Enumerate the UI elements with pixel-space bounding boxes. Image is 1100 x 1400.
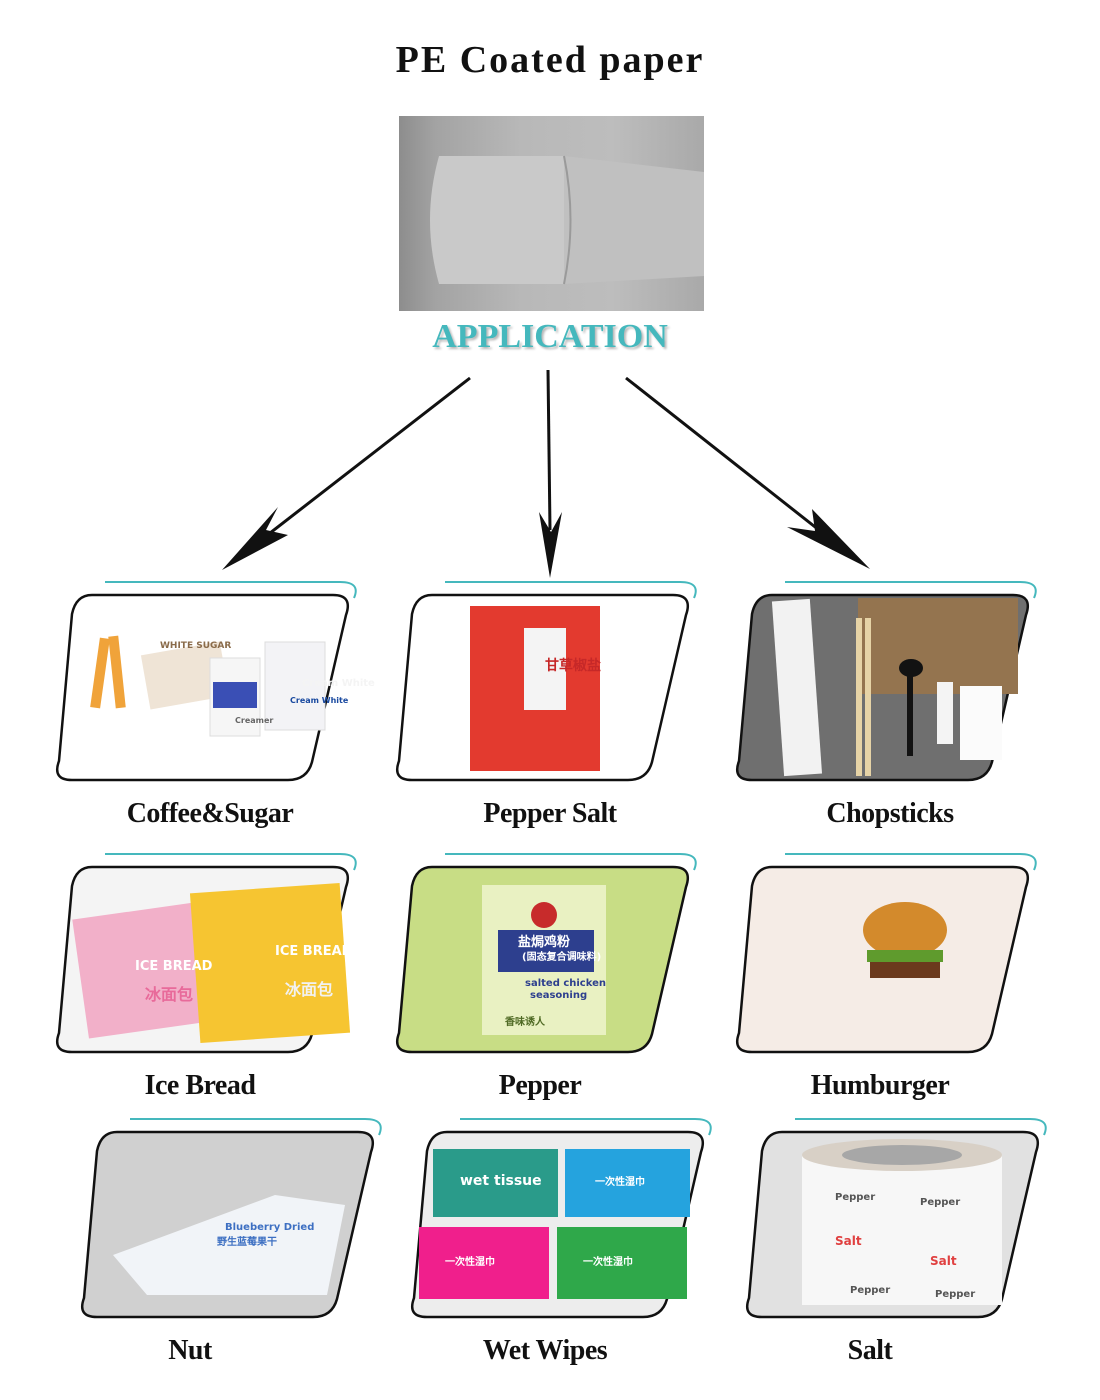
application-label: Ice Bread — [144, 1070, 256, 1101]
application-card-pepper-salt: 甘草椒盐 Pepper Salt — [390, 578, 710, 829]
photo-printed-text: 一次性湿巾 — [595, 1175, 645, 1188]
photo-printed-text: ICE BREAD — [135, 959, 213, 974]
arrow-left-head — [222, 507, 288, 570]
photo-printed-text: Cream White — [290, 696, 349, 705]
arrow-center-head — [539, 512, 562, 578]
roll-body — [430, 156, 564, 284]
application-label: Pepper Salt — [483, 798, 617, 829]
photo-printed-text: (固态复合调味料) — [522, 950, 601, 963]
page-title: PE Coated paper — [395, 39, 705, 81]
application-card-nut: Blueberry Dried 野生蓝莓果干 Nut — [75, 1115, 395, 1366]
application-card-ice-bread: ICE BREAD 冰面包 ICE BREAD 冰面包 Ice Bread — [50, 850, 370, 1101]
application-label: Salt — [847, 1335, 893, 1366]
photo-printed-text: 一次性湿巾 — [445, 1255, 495, 1268]
photo-printed-text: 野生蓝莓果干 — [217, 1235, 277, 1248]
unrolled-sheet — [564, 156, 704, 284]
photo-printed-text: wet tissue — [460, 1173, 542, 1189]
photo-printed-text: 香味诱人 — [505, 1015, 546, 1028]
application-card-chopsticks: Chopsticks — [730, 578, 1050, 829]
arrow-center-line — [546, 369, 552, 531]
photo-printed-text: Pepper — [935, 1289, 975, 1300]
application-label: Humburger — [810, 1070, 950, 1101]
paper-roll-illustration — [430, 155, 704, 285]
roll-edge — [563, 155, 572, 285]
photo-printed-text: 冰面包 — [285, 980, 333, 999]
photo-printed-text: seasoning — [530, 990, 587, 1001]
photo-printed-text: Pepper — [835, 1192, 875, 1203]
photo-printed-text: Salt — [930, 1254, 957, 1268]
photo-printed-text: ICE BREAD — [275, 944, 353, 959]
photo-printed-text: Pepper — [920, 1197, 960, 1208]
photo-printed-text: Cream White — [302, 678, 375, 689]
photo-printed-text: 甘草椒盐 — [545, 657, 601, 674]
photo-printed-text: 冰面包 — [145, 985, 193, 1004]
arrow-left-line — [251, 376, 471, 549]
photo-printed-text: 一次性湿巾 — [583, 1255, 633, 1268]
application-label: Nut — [168, 1335, 212, 1366]
application-label: Pepper — [498, 1070, 582, 1101]
photo-printed-text: Pepper — [850, 1285, 890, 1296]
photo-printed-text: salted chicken — [525, 978, 606, 989]
application-card-humburger: Humburger — [730, 850, 1050, 1101]
pe-coated-paper-roll-photo — [399, 116, 704, 311]
photo-printed-text: Creamer — [235, 716, 273, 725]
photo-printed-text: 盐焗鸡粉 — [518, 934, 570, 950]
application-label: Wet Wipes — [482, 1335, 608, 1366]
arrow-right-head — [787, 509, 870, 569]
photo-printed-text: Salt — [835, 1234, 862, 1248]
arrow-right-line — [625, 376, 839, 547]
application-label: Chopsticks — [826, 798, 954, 829]
photo-printed-text: WHITE SUGAR — [160, 641, 231, 651]
application-label: Coffee&Sugar — [126, 798, 294, 829]
application-heading: APPLICATION — [432, 318, 668, 355]
photo-printed-text: Blueberry Dried — [225, 1222, 314, 1233]
